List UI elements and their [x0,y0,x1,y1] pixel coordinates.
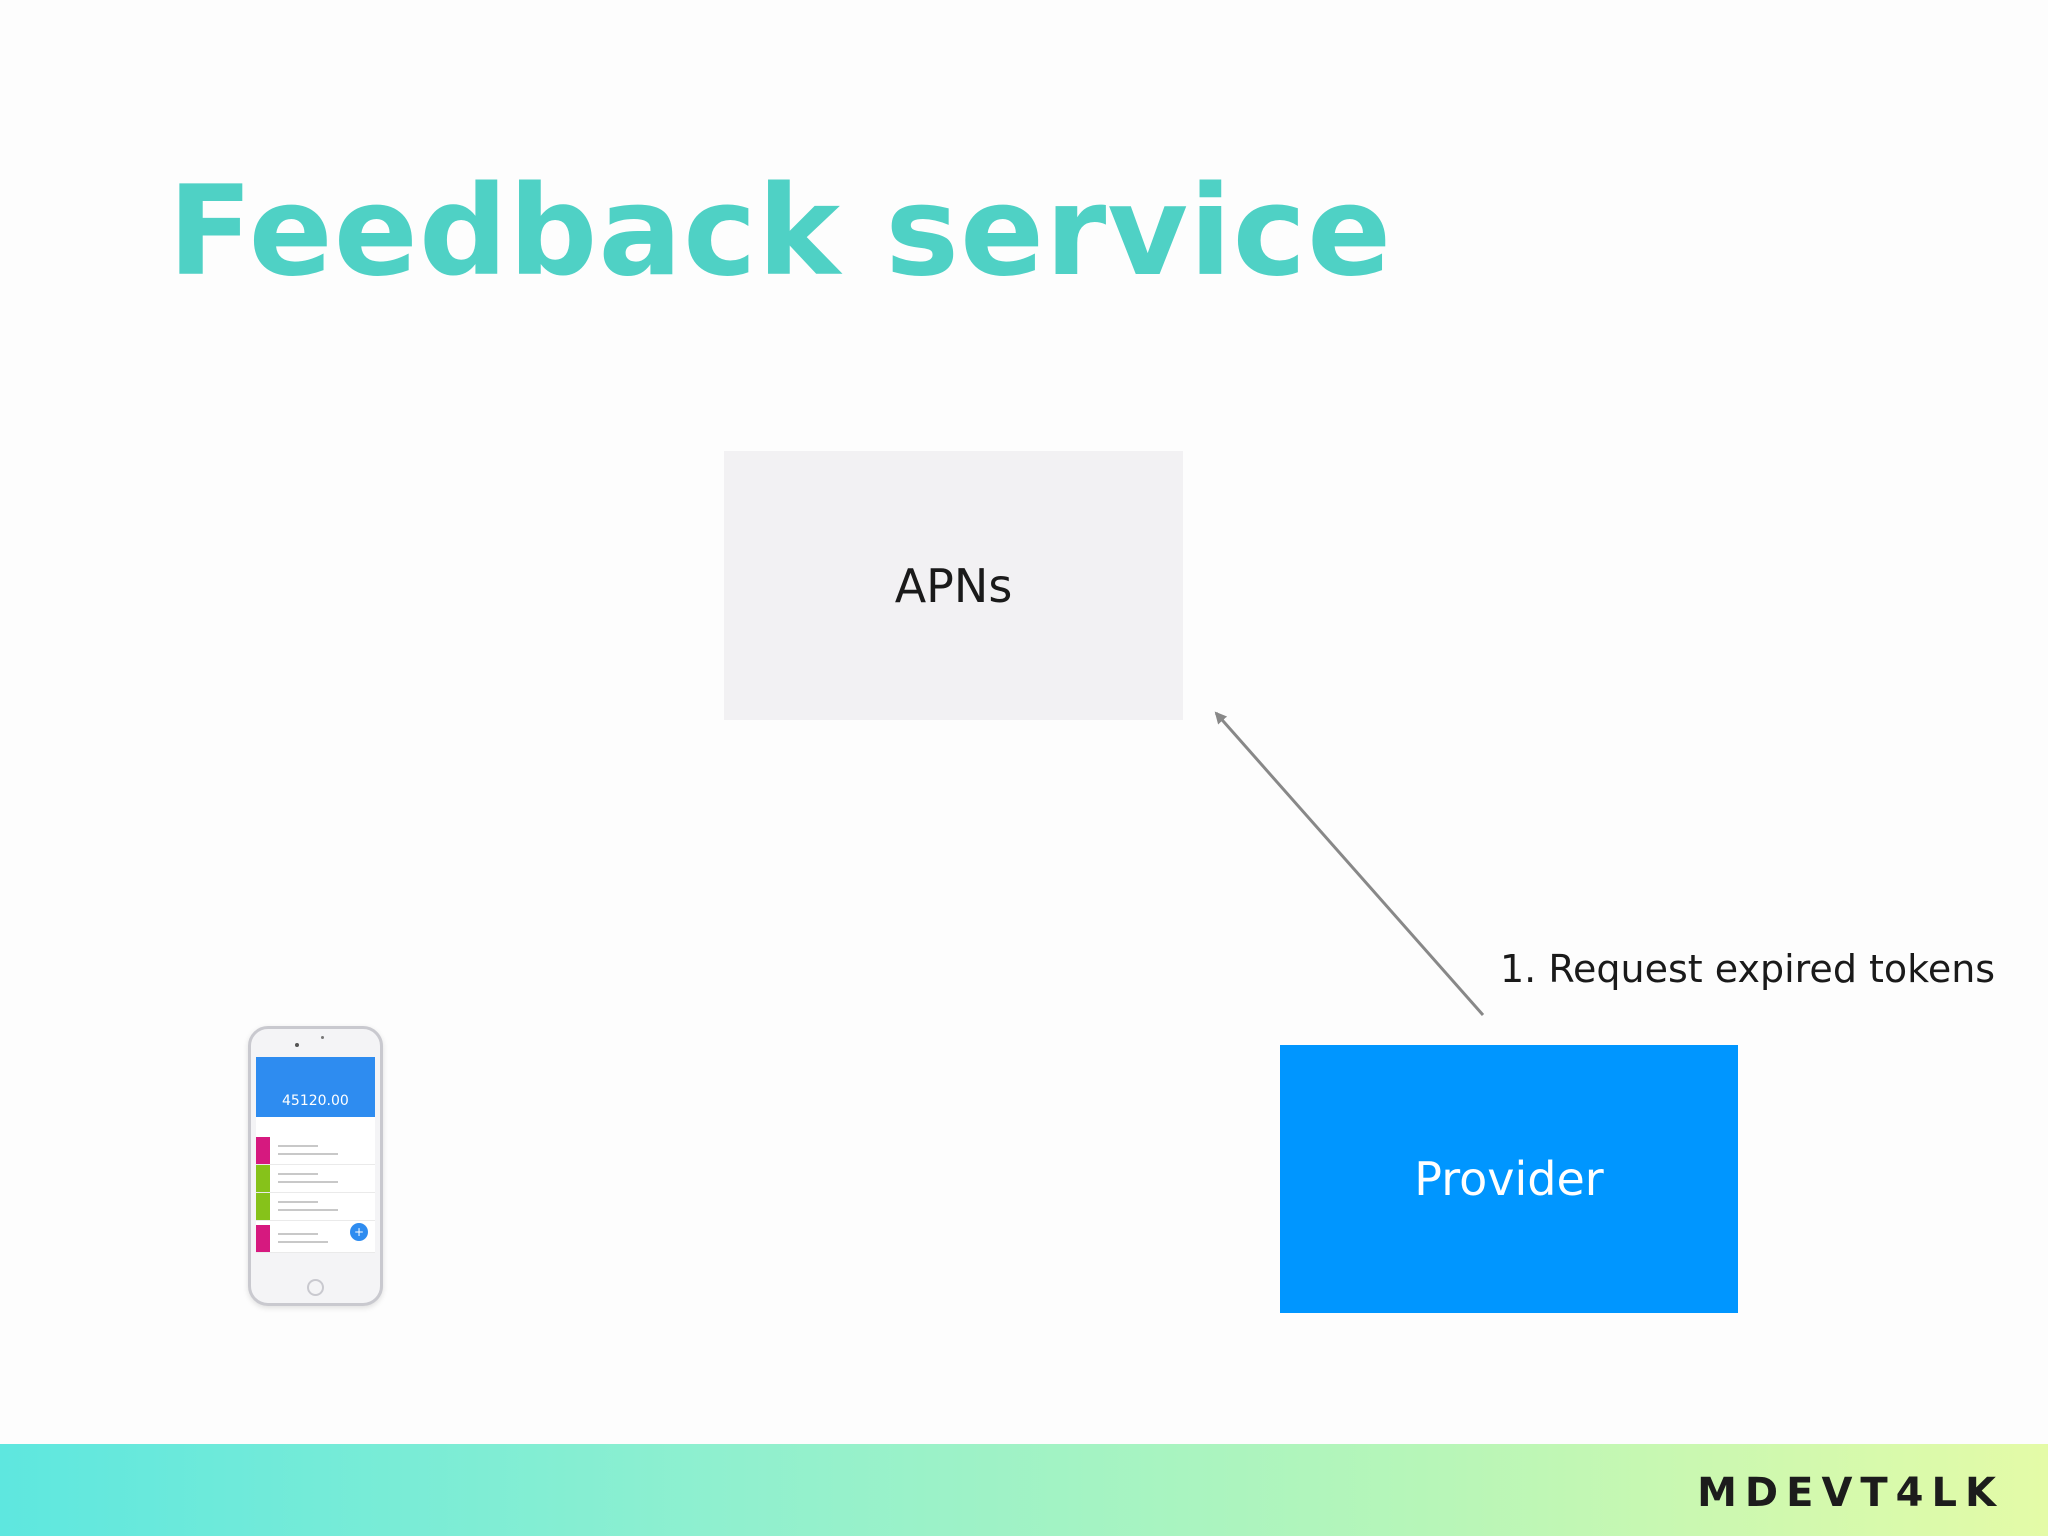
add-icon: + [350,1223,368,1241]
list-item [256,1225,375,1253]
list-item [256,1137,375,1165]
phone-app-header: 45120.00 [256,1057,375,1117]
provider-node-label: Provider [1414,1152,1604,1206]
footer-logo: MDEVT4LK [1697,1470,2004,1516]
request-arrow-label: 1. Request expired tokens [1500,947,1996,991]
apns-node-label: APNs [894,558,1013,613]
slide-title: Feedback service [168,160,1393,304]
phone-image: 45120.00 + [248,1026,383,1306]
provider-node: Provider [1280,1045,1738,1313]
phone-camera [321,1036,324,1039]
list-item [256,1165,375,1193]
phone-screen: 45120.00 + [256,1057,375,1253]
phone-home-button [307,1279,324,1296]
apns-node: APNs [724,451,1183,720]
footer-bar: MDEVT4LK [0,1444,2048,1536]
list-item [256,1193,375,1221]
phone-speaker [295,1043,299,1047]
phone-balance-amount: 45120.00 [282,1093,349,1109]
request-arrow [1214,711,1485,1016]
